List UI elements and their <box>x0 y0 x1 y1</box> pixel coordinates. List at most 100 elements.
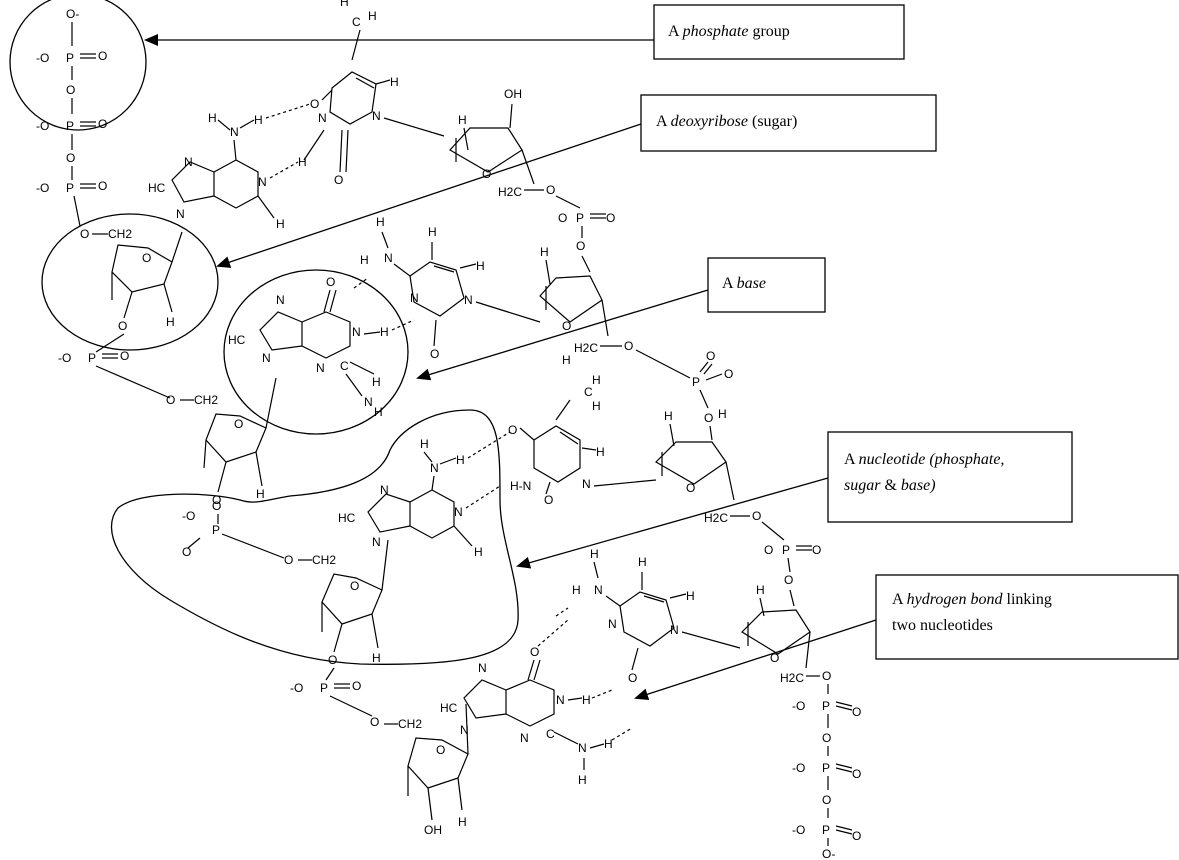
svg-text:H: H <box>582 693 591 707</box>
svg-text:N: N <box>410 291 419 305</box>
svg-text:O: O <box>752 509 761 523</box>
svg-text:CH2: CH2 <box>194 393 218 407</box>
svg-text:-O: -O <box>792 761 805 775</box>
right-bases: H C H O H N H N O H H N H H N N O <box>298 0 741 685</box>
svg-text:N: N <box>670 623 679 637</box>
svg-text:O: O <box>822 793 831 807</box>
svg-text:N: N <box>262 351 271 365</box>
svg-text:O: O <box>142 251 151 265</box>
arrow-deoxyribose <box>216 123 642 268</box>
svg-text:H: H <box>474 545 483 559</box>
svg-text:O: O <box>784 573 793 587</box>
svg-text:H: H <box>298 155 307 169</box>
svg-text:-O: -O <box>36 119 49 133</box>
svg-text:HC: HC <box>440 701 458 715</box>
svg-text:O: O <box>334 173 343 187</box>
svg-text:H: H <box>256 487 265 501</box>
svg-text:H: H <box>372 651 381 665</box>
svg-text:O: O <box>166 393 175 407</box>
svg-text:HC: HC <box>338 511 356 525</box>
svg-text:-O: -O <box>58 351 71 365</box>
svg-text:N: N <box>430 461 439 475</box>
svg-text:H: H <box>578 773 587 787</box>
svg-text:H: H <box>458 113 467 127</box>
svg-text:O: O <box>66 83 75 97</box>
left-phosphate-chain: O- -O P O O -O P O O -O P O -O P O O O - <box>36 7 379 729</box>
svg-text:O: O <box>562 319 571 333</box>
svg-text:P: P <box>212 523 220 537</box>
svg-text:O: O <box>212 493 221 507</box>
svg-text:N: N <box>380 483 389 497</box>
svg-text:O: O <box>576 239 585 253</box>
svg-text:N: N <box>582 477 591 491</box>
svg-text:O: O <box>852 705 861 719</box>
svg-text:O: O <box>852 767 861 781</box>
svg-text:O: O <box>770 651 779 665</box>
svg-text:H: H <box>376 215 385 229</box>
svg-text:P: P <box>66 181 74 195</box>
svg-text:O: O <box>98 179 107 193</box>
svg-text:O: O <box>706 349 715 363</box>
svg-text:H: H <box>592 399 601 413</box>
phosphate-highlight-circle <box>9 0 147 131</box>
svg-text:H: H <box>664 409 673 423</box>
svg-text:H: H <box>254 113 263 127</box>
svg-text:N: N <box>230 125 239 139</box>
svg-text:P: P <box>822 761 830 775</box>
svg-text:O: O <box>436 743 445 757</box>
svg-text:O: O <box>352 679 361 693</box>
svg-text:O: O <box>482 167 491 181</box>
svg-text:N: N <box>594 583 603 597</box>
svg-text:H: H <box>208 111 217 125</box>
svg-text:O: O <box>182 545 191 559</box>
svg-text:N: N <box>364 395 373 409</box>
svg-text:O: O <box>120 349 129 363</box>
svg-text:HC: HC <box>148 181 166 195</box>
svg-text:A hydrogen bond linking: A hydrogen bond linking <box>892 591 1052 608</box>
svg-text:CH2: CH2 <box>108 227 132 241</box>
svg-text:P: P <box>66 51 74 65</box>
svg-text:O: O <box>764 543 773 557</box>
svg-text:O: O <box>370 715 379 729</box>
svg-text:H: H <box>420 437 429 451</box>
label-nucleotide: A nucleotide (phosphate, sugar & base) <box>827 431 1073 523</box>
svg-text:H: H <box>390 75 399 89</box>
svg-text:N: N <box>556 693 565 707</box>
right-sugars-backbone: H OH O H2C O O P O O H O H2C O O P <box>449 87 861 860</box>
svg-text:N: N <box>316 361 325 375</box>
svg-text:HC: HC <box>228 333 246 347</box>
svg-text:H: H <box>638 555 647 569</box>
svg-text:H: H <box>380 325 389 339</box>
svg-text:N: N <box>176 207 185 221</box>
svg-text:H: H <box>562 353 571 367</box>
left-sugars: O CH2 O O H CH2 O O H CH2 O O H <box>80 227 469 837</box>
svg-text:N: N <box>478 661 487 675</box>
svg-text:H: H <box>340 0 349 9</box>
svg-text:C: C <box>546 727 555 741</box>
svg-text:P: P <box>66 119 74 133</box>
svg-text:O: O <box>546 183 555 197</box>
svg-text:N: N <box>372 535 381 549</box>
svg-text:O: O <box>66 151 75 165</box>
arrow-hydrogen-bond <box>634 619 877 700</box>
svg-text:H: H <box>372 375 381 389</box>
svg-text:O: O <box>310 97 319 111</box>
label-phosphate-group: A phosphate group <box>653 4 905 60</box>
svg-text:H2C: H2C <box>574 341 598 355</box>
svg-text:H: H <box>456 453 465 467</box>
svg-text:O: O <box>544 493 553 507</box>
svg-text:H: H <box>428 225 437 239</box>
svg-text:CH2: CH2 <box>312 553 336 567</box>
svg-text:A nucleotide (phosphate,: A nucleotide (phosphate, <box>844 451 1004 468</box>
svg-text:H: H <box>540 245 549 259</box>
svg-text:A deoxyribose (sugar): A deoxyribose (sugar) <box>656 113 797 130</box>
svg-text:H: H <box>360 253 369 267</box>
svg-text:O: O <box>284 553 293 567</box>
svg-text:N: N <box>184 155 193 169</box>
svg-text:H: H <box>276 217 285 231</box>
svg-text:A base: A base <box>722 275 766 292</box>
svg-text:N: N <box>520 731 529 745</box>
svg-text:N: N <box>454 505 463 519</box>
svg-text:-O: -O <box>792 823 805 837</box>
svg-text:O: O <box>822 731 831 745</box>
